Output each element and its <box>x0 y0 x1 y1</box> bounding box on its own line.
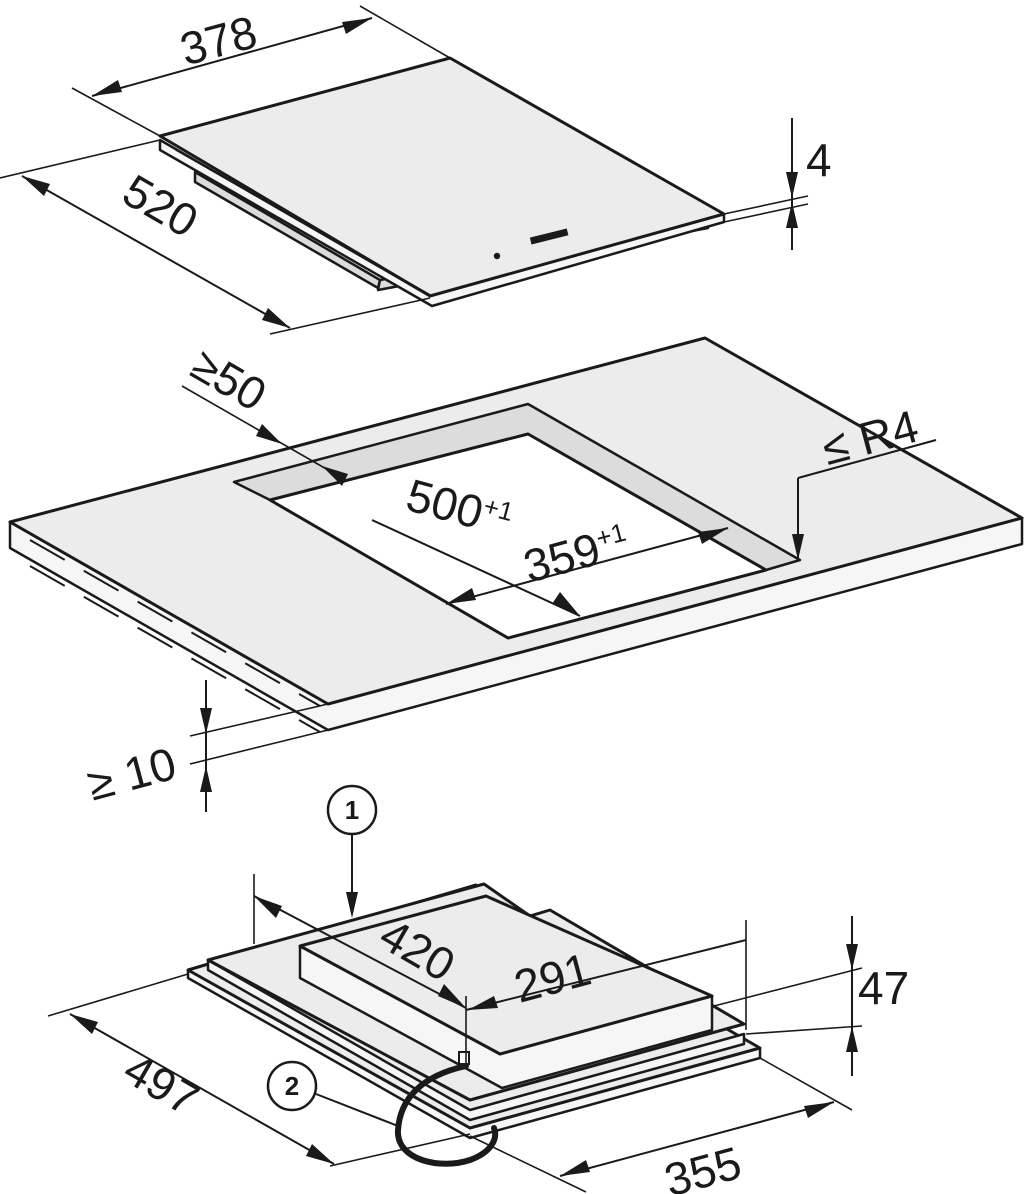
underside-drawing: 1 2 420 291 47 497 355 <box>47 784 909 1194</box>
underside-height-label: 47 <box>858 962 909 1014</box>
min-countertop-label: ≥ 10 <box>82 737 182 810</box>
cutout-opening <box>268 432 768 640</box>
callout-1-label: 1 <box>345 795 359 825</box>
brand-logo-mark <box>529 228 569 245</box>
induction-module <box>298 894 714 1056</box>
callout-2-label: 2 <box>285 1071 299 1101</box>
power-cable <box>395 1063 499 1167</box>
callout-1: 1 <box>326 784 378 836</box>
hob-thickness-label: 4 <box>806 134 832 186</box>
hob-glass-top <box>158 56 726 298</box>
underside-overall-depth-label: 497 <box>115 1042 207 1125</box>
control-dot <box>493 252 501 260</box>
hob-width-label: 378 <box>175 5 263 75</box>
hob-depth-label: 520 <box>114 164 206 247</box>
callout-2: 2 <box>266 1060 318 1112</box>
min-front-distance-label: ≥50 <box>183 338 275 421</box>
countertop-drawing: ≥50 500+1 359+1 ≤ R4 ≥ 10 <box>8 336 1024 812</box>
hob-drawing: 378 520 4 <box>0 5 832 335</box>
